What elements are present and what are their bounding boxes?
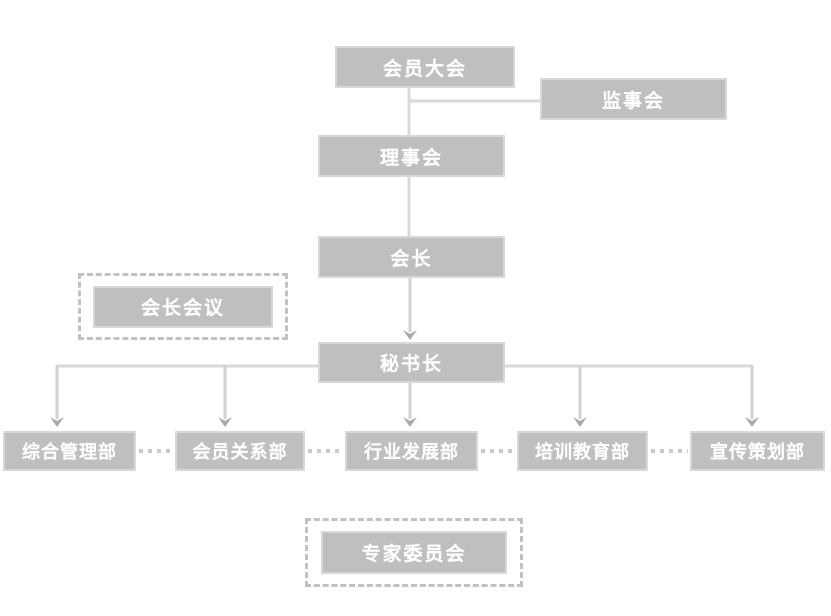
node-label: 宣传策划部 bbox=[710, 442, 805, 463]
node-dept-industry-development: 行业发展部 bbox=[345, 431, 478, 471]
node-council: 理事会 bbox=[318, 135, 505, 177]
node-expert-committee-frame: 专家委员会 bbox=[305, 518, 523, 587]
drop-dept1-head bbox=[50, 417, 64, 427]
node-dept-member-relations: 会员关系部 bbox=[175, 431, 305, 471]
node-dept-training-education: 培训教育部 bbox=[517, 431, 648, 471]
node-label: 会长 bbox=[390, 247, 433, 270]
node-label: 综合管理部 bbox=[22, 442, 117, 463]
edge-president-secretary-head bbox=[403, 330, 417, 340]
drop-dept5-head bbox=[745, 417, 759, 427]
node-presidents-meeting-frame: 会长会议 bbox=[78, 273, 288, 340]
node-label: 培训教育部 bbox=[535, 442, 630, 463]
node-dept-publicity-planning: 宣传策划部 bbox=[690, 431, 825, 471]
node-supervisory-board: 监事会 bbox=[540, 78, 727, 120]
node-president: 会长 bbox=[318, 236, 505, 278]
node-presidents-meeting: 会长会议 bbox=[93, 285, 273, 328]
node-label: 会长会议 bbox=[140, 297, 225, 319]
node-label: 专家委员会 bbox=[361, 543, 467, 565]
node-label: 行业发展部 bbox=[364, 442, 459, 463]
node-label: 会员大会 bbox=[382, 57, 467, 80]
node-dept-general-management: 综合管理部 bbox=[3, 431, 136, 471]
node-label: 理事会 bbox=[379, 146, 443, 169]
drop-dept3-head bbox=[403, 417, 417, 427]
node-members-assembly: 会员大会 bbox=[335, 46, 515, 88]
drop-dept4-head bbox=[573, 417, 587, 427]
drop-dept2-head bbox=[218, 417, 232, 427]
node-secretary-general: 秘书长 bbox=[318, 342, 505, 383]
node-label: 监事会 bbox=[601, 89, 665, 112]
node-label: 秘书长 bbox=[379, 353, 443, 375]
node-expert-committee: 专家委员会 bbox=[321, 531, 507, 574]
node-label: 会员关系部 bbox=[192, 442, 288, 463]
